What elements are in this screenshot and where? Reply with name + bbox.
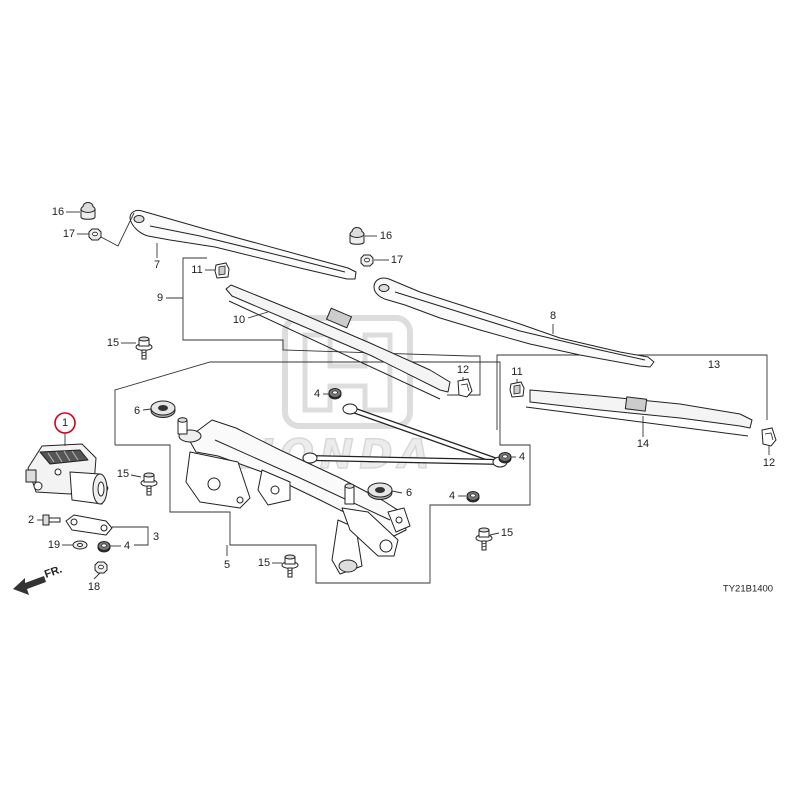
callout-wiper-motor: 1 [62,417,68,429]
callout-blade-clip-passenger: 11 [511,366,522,378]
blade-end-cap-passenger [761,427,777,447]
motor-connector [25,469,37,483]
callout-end-cap-passenger: 12 [763,457,775,469]
callout-bushing-rod-end: 4 [519,451,525,463]
blade-clip-driver [214,262,230,279]
bushing-crank [97,541,111,553]
callout-blade-clip-driver: 11 [191,264,202,276]
callout-cap-nut-passenger: 16 [380,230,392,242]
wiper-motor [25,443,109,505]
callout-driver-wiper-arm: 7 [154,259,160,271]
passenger-wiper-arm [373,277,655,368]
callout-flange-bolt-bottom: 15 [258,557,270,569]
washer [72,540,88,550]
watermark-h-logo [302,332,393,413]
callout-washer: 19 [48,539,60,551]
flange-bolt-upper-left [135,336,153,360]
callout-end-cap-driver: 12 [457,364,469,376]
callout-flange-bolt-motor: 15 [117,468,129,480]
callout-passenger-wiper-arm: 8 [550,310,556,322]
driver-blade-adapter [326,307,352,329]
bushing-right [466,491,480,503]
callout-grommet-right: 6 [406,487,412,499]
callout-grommet-left: 6 [134,405,140,417]
grommet-left [150,400,176,418]
front-arrow-icon [13,576,46,595]
motor-crank-arm [65,514,113,536]
callout-bushing-upper-rod: 4 [314,388,320,400]
callout-bushing-crank: 4 [124,540,130,552]
linkage-rod-upper [342,403,503,465]
callout-arm-nut-passenger: 17 [391,254,403,266]
cap-nut-passenger [349,227,365,245]
callout-wiper-linkage: 5 [224,559,230,571]
callout-motor-bolt: 2 [28,514,34,526]
motor-bolt [42,514,61,526]
diagram-code: TY21B1400 [723,584,773,595]
front-arrow-label: FR. [43,563,64,580]
callout-crank-nut: 18 [88,581,100,593]
grommet-right [367,482,393,500]
driver-wiper-arm [129,209,357,280]
blade-clip-passenger [509,381,525,398]
arm-nut-passenger [360,254,374,267]
flange-bolt-right [475,527,493,551]
arm-nut-driver [88,228,102,241]
flange-bolt-motor [140,472,158,496]
callout-passenger-blade-rubber: 14 [637,438,649,450]
cap-nut-driver [80,202,96,220]
front-direction-indicator: FR. [13,563,64,595]
driver-wiper-blade [225,284,451,400]
callout-passenger-blade-assembly: 13 [708,359,720,371]
callout-flange-bolt-right: 15 [501,527,513,539]
callout-flange-bolt-upper-left: 15 [107,337,119,349]
bushing-upper-rod [328,388,342,400]
callout-arm-nut-driver: 17 [63,228,75,240]
callout-cap-nut-driver: 16 [52,206,64,218]
highlight-ring [54,412,76,434]
group-outline-driver-blade [182,257,481,396]
passenger-blade-adapter [624,396,648,412]
group-outline-linkage [114,361,531,584]
callout-driver-blade-rubber: 10 [233,314,245,326]
callout-crank-arm: 3 [153,531,159,543]
passenger-wiper-blade [525,389,753,437]
blade-end-cap-driver [457,378,473,398]
flange-bolt-bottom [281,554,299,578]
crank-nut [94,561,108,574]
linkage-right-pivot [344,483,355,505]
callout-bushing-right: 4 [449,490,455,502]
leader-lines [37,211,770,580]
linkage-left-pivot [177,417,202,443]
bushing-rod-end [498,452,512,464]
callout-driver-blade-assembly: 9 [157,292,163,304]
wiper-linkage [177,403,508,575]
